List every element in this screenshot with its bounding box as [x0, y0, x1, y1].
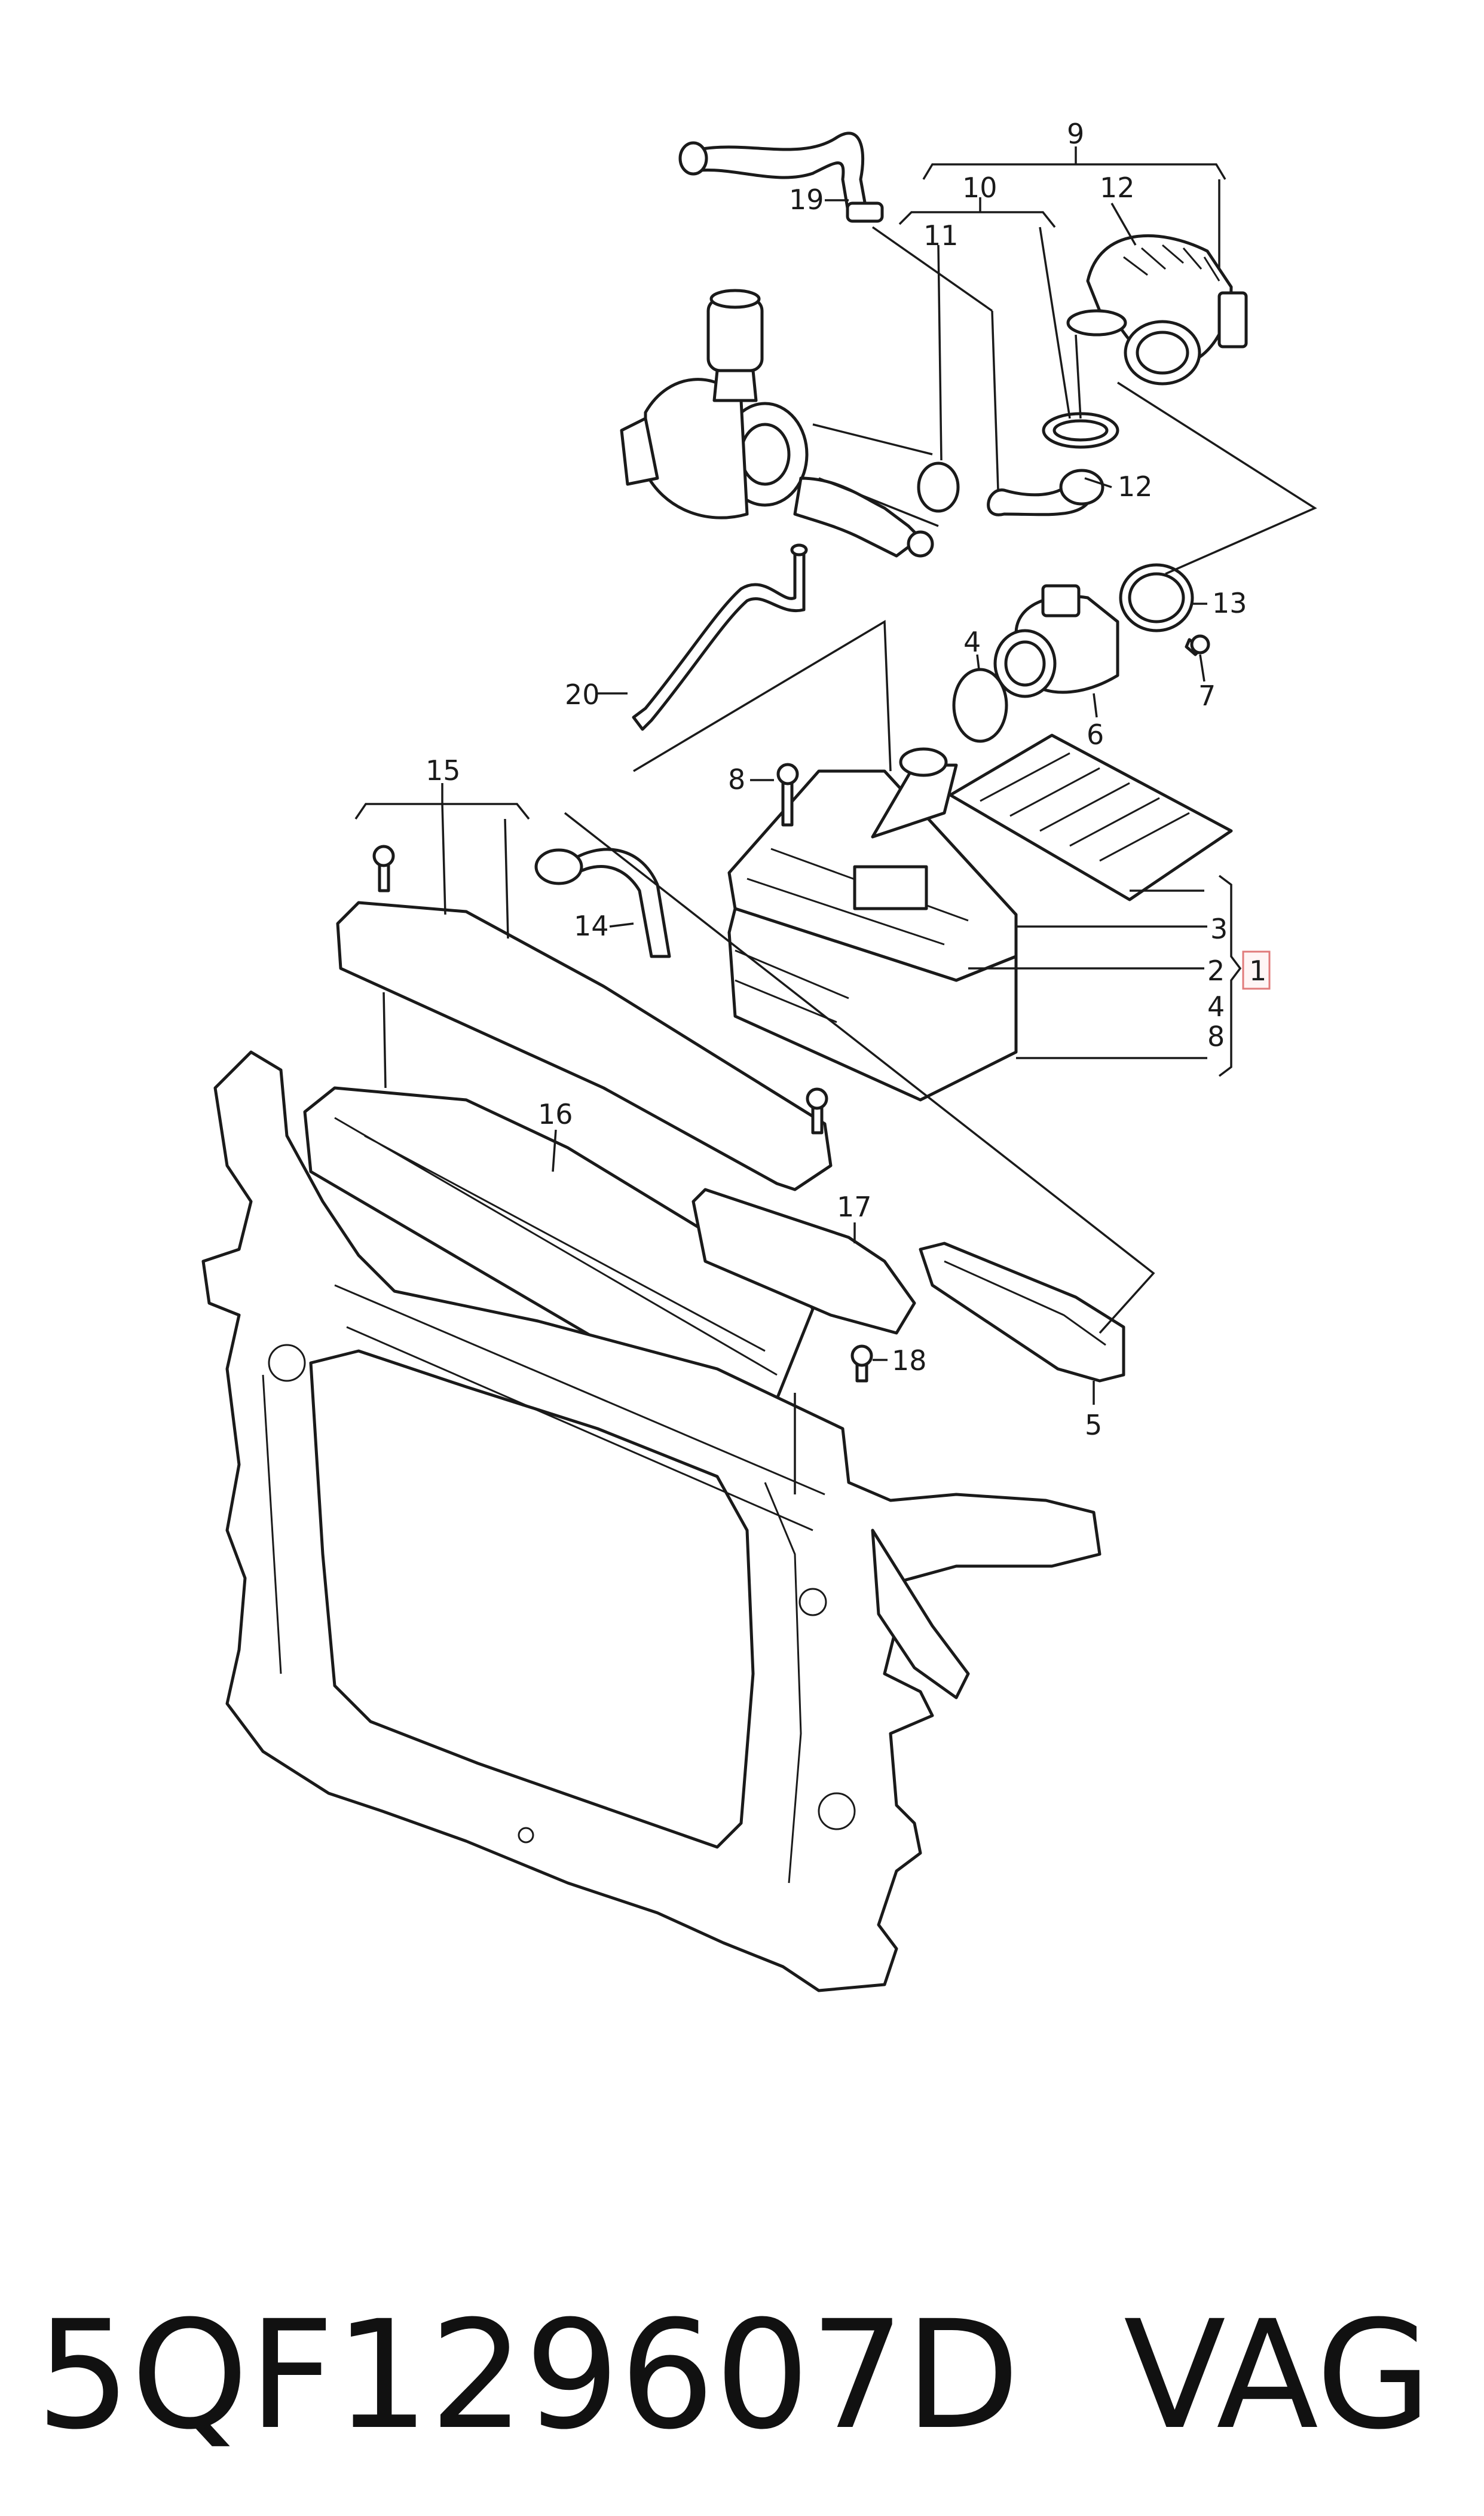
callout-11: 11	[923, 219, 959, 252]
air-guide-part-17	[691, 1188, 916, 1335]
callout-19: 19	[789, 184, 824, 216]
callout-20: 20	[565, 678, 600, 711]
callout-16: 16	[538, 1098, 573, 1130]
callout-1: 1	[1249, 955, 1266, 987]
brand-name: VAG	[1124, 2288, 1431, 2462]
callout-17: 17	[837, 1191, 872, 1223]
bracket-part-15	[336, 901, 833, 1191]
charge-pipe-part-10	[987, 470, 1096, 516]
callout-18: 18	[892, 1344, 927, 1377]
leader-lines	[354, 146, 1317, 1494]
callout-4b: 4	[1207, 990, 1225, 1023]
callout-15: 15	[426, 754, 461, 787]
callout-2: 2	[1207, 955, 1225, 987]
callout-4a: 4	[963, 626, 981, 658]
breather-hose-part-19	[697, 132, 868, 217]
callout-10: 10	[962, 172, 998, 204]
callout-1-highlight	[1242, 950, 1271, 990]
part-number: 5QF129607D	[36, 2288, 1020, 2462]
vent-pipe-part-20	[632, 548, 806, 731]
air-filter-housing-part-1	[727, 733, 1233, 1102]
callout-3: 3	[1210, 913, 1228, 945]
charge-hose-part-9	[1086, 234, 1248, 386]
turbocharger-part	[620, 289, 934, 558]
callout-5: 5	[1085, 1409, 1102, 1441]
callout-9: 9	[1067, 118, 1084, 150]
hose-part-14	[554, 848, 671, 958]
air-mass-meter-part-6	[993, 584, 1119, 698]
callout-6: 6	[1087, 719, 1104, 751]
callout-8b: 8	[1207, 1020, 1225, 1053]
o-ring-part-11	[917, 461, 960, 513]
front-carrier-frame	[201, 1050, 1101, 1992]
intake-duct-part-5	[919, 1242, 1125, 1383]
seal-part-4	[952, 668, 1008, 743]
callout-8a: 8	[728, 763, 745, 796]
callout-14: 14	[574, 910, 609, 942]
callout-12-lower: 12	[1118, 470, 1153, 503]
callout-13: 13	[1212, 587, 1247, 619]
callout-7: 7	[1198, 680, 1216, 712]
callout-12-upper: 12	[1100, 172, 1135, 204]
